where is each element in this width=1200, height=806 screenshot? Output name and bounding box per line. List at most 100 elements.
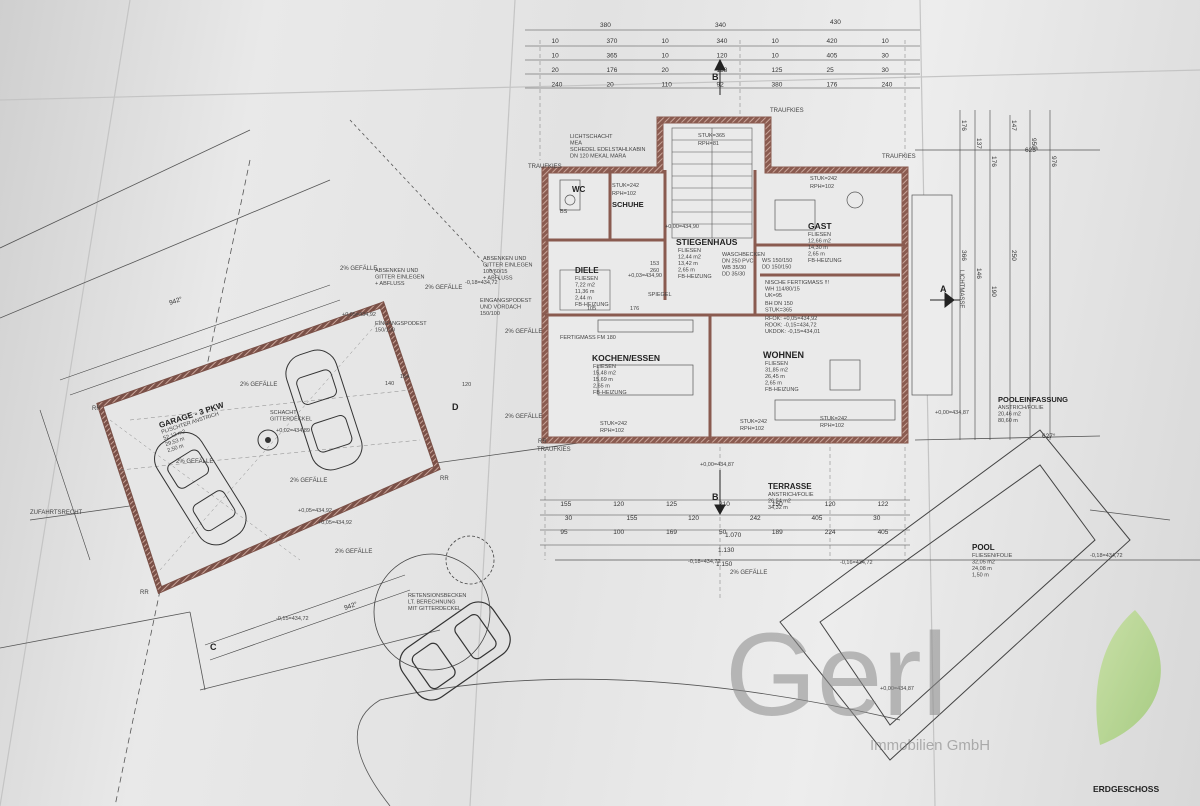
room-wohnen: WOHNEN — [763, 350, 804, 360]
dimension-value: 155 — [627, 515, 638, 522]
dimension-value: 25 — [827, 67, 835, 74]
room-detail-line: FLIESEN — [808, 232, 831, 238]
dimension-value: 155 — [560, 501, 571, 508]
note-line: + ABFLUSS — [375, 281, 405, 287]
level-stair: +0,00=434,90 — [665, 224, 699, 230]
room-wc: WC — [572, 185, 586, 194]
dimension-value: 137 — [975, 138, 982, 149]
note-line: GITTERDECKEL — [270, 417, 312, 423]
room-detail-line: FB-HEIZUNG — [808, 258, 842, 264]
stuk-south: STUK=242 — [600, 421, 627, 427]
room-detail-line: ANSTRICH/FOLIE — [768, 492, 814, 498]
rph-south-2: RPH=102 — [740, 426, 764, 432]
dimension-value: 189 — [772, 529, 783, 536]
inner-dim-154: 154 — [400, 374, 409, 380]
schacht-gitterdeckel — [257, 429, 279, 451]
level-outside-2: -0,15=434,72 — [276, 616, 309, 622]
dimension-value: 370 — [607, 38, 618, 45]
inner-dim-140: 140 — [385, 381, 394, 387]
room-detail-line: 7,22 m2 — [575, 283, 595, 289]
room-detail-line: ANSTRICH/FOLIE — [998, 405, 1044, 411]
note-line: LICHTSCHACHT — [570, 134, 613, 140]
note-line: WS 150/150 — [762, 258, 792, 264]
stuk-wc: STUK=242 — [612, 183, 639, 189]
room-detail-line: 2,65 m — [678, 268, 695, 274]
rph-wohnen: RPH=102 — [820, 423, 844, 429]
car-top-view — [285, 349, 363, 471]
note-line: MEA — [570, 141, 582, 147]
inner-dim-120: 120 — [462, 382, 471, 388]
room-detail-line: 2,65 m — [765, 381, 782, 387]
note-line: WASCHBECKEN — [722, 252, 765, 258]
pool-surround — [779, 429, 1131, 761]
garage-dimension-chains — [39, 284, 411, 661]
level-outside: -0,18=434,72 — [465, 280, 498, 286]
rr-2: RR — [140, 590, 149, 596]
room-kochen-essen: KOCHEN/ESSEN — [592, 353, 660, 363]
traufkies-bottom: TRAUFKIES — [537, 447, 571, 453]
note-line: DD 150/150 — [762, 265, 791, 271]
note-line: UK=95 — [765, 293, 782, 299]
room-detail-line: FLIESEN — [765, 361, 788, 367]
section-letters: B B A D C — [210, 72, 947, 652]
dimension-value: 147 — [1010, 120, 1017, 131]
note-line: UKDOK: -0,15=434,01 — [765, 329, 820, 335]
staircase — [671, 127, 753, 239]
room-detail-line: FLIESEN — [575, 276, 598, 282]
spiegel: SPIEGEL — [648, 292, 672, 298]
room-pooleinfassung: POOLEINFASSUNG — [998, 395, 1068, 404]
bottom-dim-1130: 1.130 — [718, 547, 735, 554]
dimension-value: 146 — [975, 268, 982, 279]
note-line: ABSENKEN UND — [375, 268, 418, 274]
dimension-value: 100 — [613, 529, 624, 536]
dimension-value: 405 — [827, 53, 838, 60]
note-line: ABSENKEN UND — [483, 256, 526, 262]
dimension-value: 30 — [873, 515, 881, 522]
note-line: SCHACHT — [270, 410, 297, 416]
note-line: 150/100 — [480, 311, 500, 317]
rr-3: RR — [440, 476, 449, 482]
gefaelle-8: 2% GEFÄLLE — [505, 328, 542, 335]
room-detail-line: FB-HEIZUNG — [593, 390, 627, 396]
rph-top: RPH=81 — [698, 141, 719, 147]
bs-marker: BS — [560, 209, 568, 215]
stuk-wohnen: STUK=242 — [820, 416, 847, 422]
dimension-value: 30 — [882, 67, 890, 74]
dimension-value: 242 — [750, 515, 761, 522]
rph-gast: RPH=102 — [810, 184, 834, 190]
dimension-value: 176 — [960, 120, 967, 131]
level-ffb: +0,00=434,87 — [700, 462, 734, 468]
section-b-bottom: B — [712, 492, 719, 502]
dimension-value: 30 — [882, 53, 890, 60]
garage-walls — [96, 301, 441, 595]
dimension-value: 10 — [772, 53, 780, 60]
room-detail-line: 15,69 m — [593, 377, 613, 383]
right-dimension-chains — [959, 110, 1051, 440]
dimension-value: 10 — [662, 38, 670, 45]
car-top-view — [154, 431, 247, 546]
dimension-value: 125 — [772, 67, 783, 74]
room-detail-line: 13,42 m — [678, 261, 698, 267]
gefaelle-4: 2% GEFÄLLE — [290, 477, 327, 484]
dimension-value: 150 — [772, 501, 783, 508]
leaf-icon — [1096, 610, 1161, 745]
room-stiegenhaus: STIEGENHAUS — [676, 237, 738, 247]
retention-tank — [373, 535, 495, 671]
drawing-title: ERDGESCHOSS — [1093, 784, 1159, 794]
traufkies-top: TRAUFKIES — [770, 108, 804, 114]
watermark-brand: Gerl — [725, 609, 948, 741]
stuk-gast: STUK=242 — [810, 176, 837, 182]
level-pool: -0,18=434,72 — [1090, 553, 1123, 559]
dimension-value: 366 — [960, 250, 967, 261]
gefaelle-7: 2% GEFÄLLE — [730, 569, 767, 576]
level-garage: +0,02=434,89 — [276, 428, 310, 434]
fertigmass: FERTIGMASS FM 180 — [560, 335, 616, 341]
note-line: 100/60/15 — [483, 269, 507, 275]
